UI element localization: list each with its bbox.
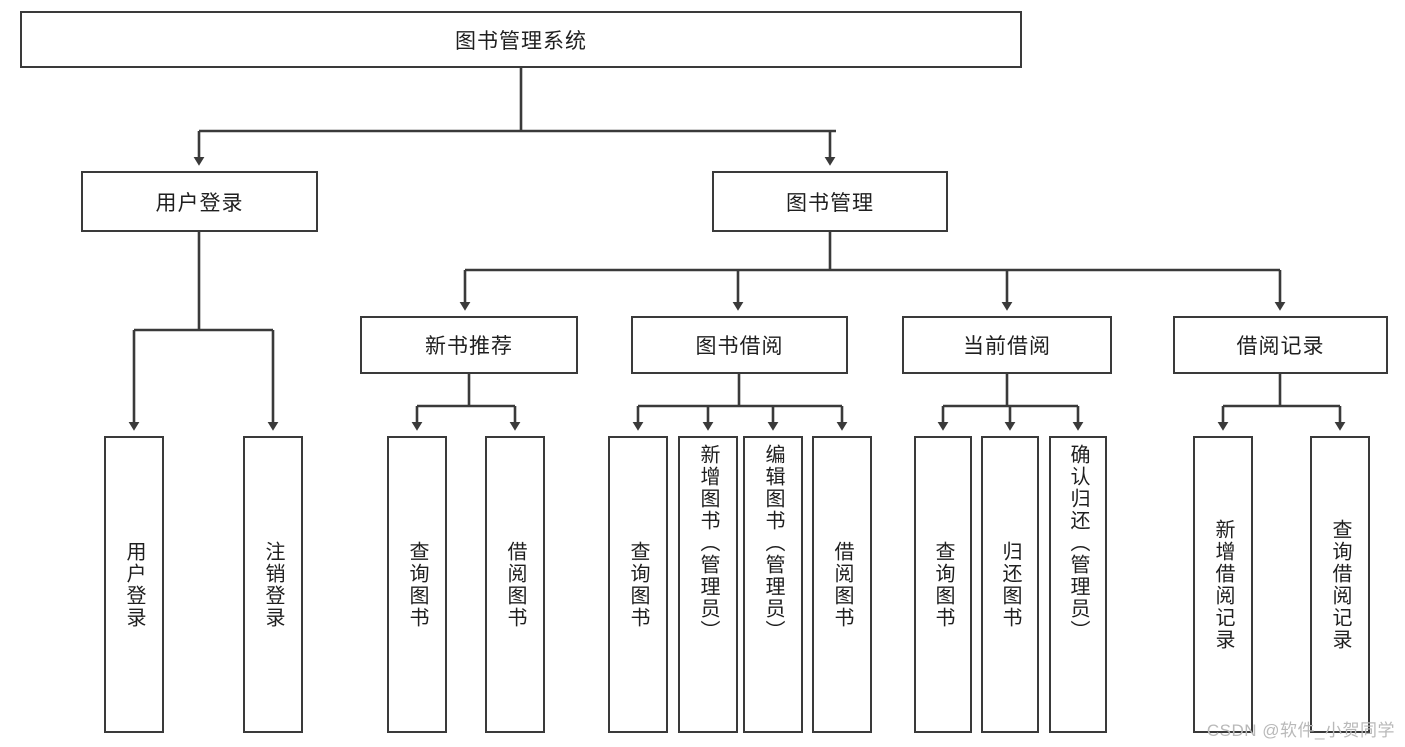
- node-root[interactable]: 图书管理系统: [20, 11, 1022, 68]
- node-leaf-confirm-return[interactable]: 确认归还（管理员）: [1049, 436, 1107, 733]
- node-leaf-logout-label: 注销登录: [262, 540, 284, 629]
- node-leaf-query-book-2-label: 查询图书: [627, 540, 649, 629]
- node-leaf-return-book-label: 归还图书: [999, 540, 1021, 629]
- watermark: CSDN @软件_小贺同学: [1206, 721, 1395, 740]
- node-leaf-borrow-book-1[interactable]: 借阅图书: [485, 436, 545, 733]
- node-leaf-query-book-1[interactable]: 查询图书: [387, 436, 447, 733]
- node-user-login-label: 用户登录: [155, 191, 244, 215]
- node-leaf-logout[interactable]: 注销登录: [243, 436, 303, 733]
- node-leaf-borrow-book-2[interactable]: 借阅图书: [812, 436, 872, 733]
- node-leaf-add-record[interactable]: 新增借阅记录: [1193, 436, 1253, 733]
- node-leaf-edit-book[interactable]: 编辑图书（管理员）: [743, 436, 803, 733]
- node-leaf-add-book[interactable]: 新增图书（管理员）: [678, 436, 738, 733]
- node-leaf-query-book-1-label: 查询图书: [406, 540, 428, 629]
- node-leaf-borrow-book-2-label: 借阅图书: [831, 540, 853, 629]
- node-leaf-query-record-label: 查询借阅记录: [1329, 518, 1351, 651]
- node-leaf-query-book-2[interactable]: 查询图书: [608, 436, 668, 733]
- node-leaf-user-login[interactable]: 用户登录: [104, 436, 164, 733]
- node-new-book-recommend-label: 新书推荐: [425, 335, 513, 358]
- node-leaf-add-book-label: 新增图书（管理员）: [697, 444, 719, 642]
- node-root-label: 图书管理系统: [455, 29, 587, 53]
- node-leaf-query-record[interactable]: 查询借阅记录: [1310, 436, 1370, 733]
- node-book-manage-label: 图书管理: [786, 191, 874, 215]
- node-current-borrow[interactable]: 当前借阅: [902, 316, 1112, 374]
- node-borrow-record-label: 借阅记录: [1236, 335, 1325, 358]
- node-leaf-query-book-3[interactable]: 查询图书: [914, 436, 972, 733]
- node-leaf-confirm-return-label: 确认归还（管理员）: [1067, 444, 1089, 642]
- node-user-login[interactable]: 用户登录: [81, 171, 318, 232]
- node-new-book-recommend[interactable]: 新书推荐: [360, 316, 578, 374]
- node-leaf-add-record-label: 新增借阅记录: [1212, 518, 1234, 651]
- node-book-borrow-label: 图书借阅: [695, 335, 784, 358]
- node-leaf-edit-book-label: 编辑图书（管理员）: [762, 444, 784, 642]
- node-borrow-record[interactable]: 借阅记录: [1173, 316, 1388, 374]
- node-book-borrow[interactable]: 图书借阅: [631, 316, 848, 374]
- node-leaf-return-book[interactable]: 归还图书: [981, 436, 1039, 733]
- node-leaf-borrow-book-1-label: 借阅图书: [504, 540, 526, 629]
- node-book-manage[interactable]: 图书管理: [712, 171, 948, 232]
- node-leaf-query-book-3-label: 查询图书: [932, 540, 954, 629]
- node-leaf-user-login-label: 用户登录: [123, 540, 145, 629]
- node-current-borrow-label: 当前借阅: [963, 335, 1051, 358]
